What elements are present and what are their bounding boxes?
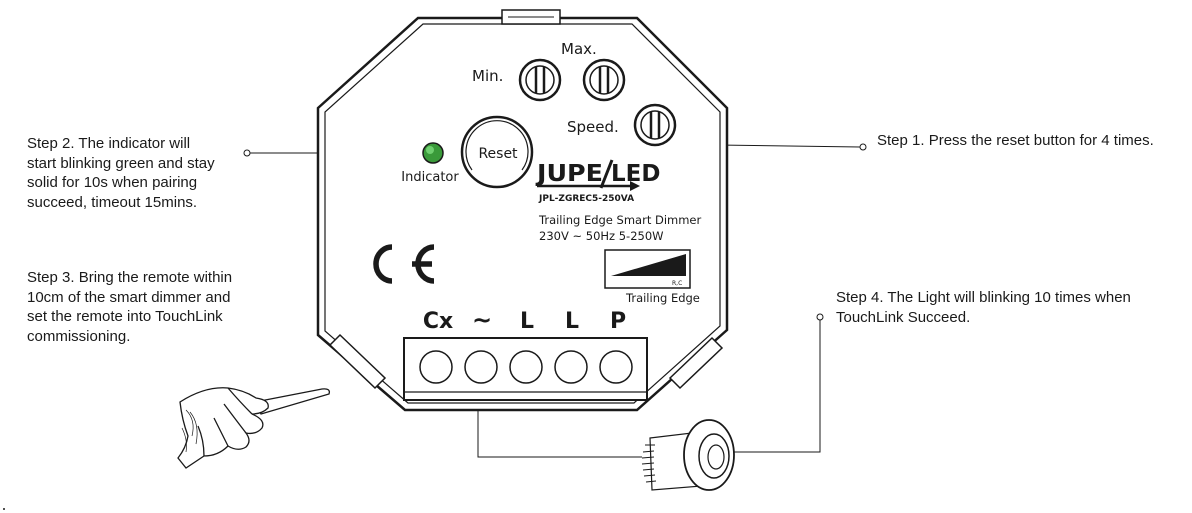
indicator: Indicator (401, 142, 459, 185)
terminal-screw-dim (464, 350, 498, 384)
knob-min[interactable] (518, 58, 562, 102)
brand-logo-arrow (630, 181, 640, 191)
indicator-label: Indicator (401, 170, 459, 185)
terminal-label-cx: Cx (423, 309, 453, 334)
step-4-text: Step 4. The Light will blinking 10 times… (836, 288, 1131, 327)
downlight-fins (641, 444, 657, 483)
terminal-screw-p (599, 350, 633, 384)
device-labels: JPL-ZGREC5-250VA Trailing Edge Smart Dim… (538, 194, 702, 243)
terminal-label-l1: L (520, 309, 534, 334)
step-1-line-1: Step 1. Press the reset button for 4 tim… (877, 132, 1154, 149)
step-1-text: Step 1. Press the reset button for 4 tim… (877, 131, 1154, 151)
hand-shading (181, 409, 198, 453)
knob-min-label: Min. (472, 67, 503, 85)
device-outer-shell (316, 16, 729, 412)
brand-logo-slash (599, 159, 614, 189)
hand-icon (177, 387, 269, 469)
knob-speed[interactable] (633, 103, 677, 147)
indicator-led-highlight (426, 146, 434, 154)
downlight-illustration (641, 419, 735, 491)
knob-labels: Min. Max. Speed. (472, 40, 619, 136)
step-3-line-2: 10cm of the smart dimmer and (27, 288, 231, 306)
terminal-label-dim: ~ (472, 306, 492, 334)
leader-step4 (733, 320, 821, 453)
knob-min-inner (525, 65, 555, 95)
step-3-text: Step 3. Bring the remote within 10cm of … (27, 268, 232, 346)
terminal-screw-l1 (509, 350, 543, 384)
wire-to-light (477, 403, 642, 458)
ce-mark-c (373, 244, 393, 284)
ce-mark (373, 244, 435, 284)
reset-button-outer (460, 115, 534, 189)
downlight-lens (707, 444, 725, 470)
remote-icon (254, 388, 330, 415)
reset-button[interactable]: Reset (460, 115, 534, 189)
terminal-screw-l2 (554, 350, 588, 384)
leader-step2-dot (243, 149, 251, 157)
device-description: Trailing Edge Smart Dimmer (538, 213, 702, 227)
right-clip (668, 336, 724, 390)
step-4-line-2: TouchLink Succeed. (836, 308, 971, 326)
brand-logo-led: LED (611, 161, 660, 187)
knob-max-inner (589, 65, 619, 95)
trailing-edge-ramp (611, 254, 686, 276)
step-3-line-3: set the remote into TouchLink (27, 308, 223, 325)
hand-with-remote-illustration (177, 387, 330, 469)
stray-dot (3, 508, 5, 510)
device-rating: 230V ~ 50Hz 5-250W (539, 229, 664, 243)
step-3-line-4: commissioning. (27, 327, 131, 345)
trailing-edge-symbol: R,C Trailing Edge (604, 249, 700, 305)
step-2-line-3: solid for 10s when pairing (27, 174, 198, 191)
knob-speed-inner (640, 110, 670, 140)
terminal-labels: Cx ~ L L P (423, 306, 626, 334)
brand-logo-jupe: JUPE (535, 161, 603, 187)
terminal-label-p: P (610, 309, 626, 334)
device-inner-shell (324, 23, 721, 404)
knob-max-label: Max. (561, 40, 597, 58)
model-number: JPL-ZGREC5-250VA (538, 194, 634, 204)
knob-max[interactable] (582, 58, 626, 102)
leader-step4-dot (816, 313, 824, 321)
step-4-line-1: Step 4. The Light will blinking 10 times… (836, 289, 1131, 306)
reset-button-label: Reset (478, 146, 518, 162)
terminal-screws (419, 350, 633, 384)
trailing-edge-rc: R,C (672, 280, 682, 287)
terminal-screw-cx (419, 350, 453, 384)
step-2-line-4: succeed, timeout 15mins. (27, 193, 198, 211)
indicator-led (422, 142, 444, 164)
trailing-edge-label: Trailing Edge (625, 291, 700, 305)
step-2-text: Step 2. The indicator will start blinkin… (27, 134, 215, 212)
step-3-line-1: Step 3. Bring the remote within (27, 269, 233, 286)
reset-button-inner-arc (465, 120, 529, 171)
knob-speed-label: Speed. (567, 118, 619, 136)
brand-logo: JUPE LED (535, 159, 660, 191)
step-2-line-1: Step 2. The indicator will (27, 135, 191, 152)
step-2-line-2: start blinking green and stay (27, 154, 215, 172)
terminal-label-l2: L (565, 309, 579, 334)
leader-step1-dot (859, 143, 867, 151)
hand-finger-lines (197, 387, 253, 457)
left-clip (328, 333, 387, 390)
knobs (518, 58, 677, 147)
